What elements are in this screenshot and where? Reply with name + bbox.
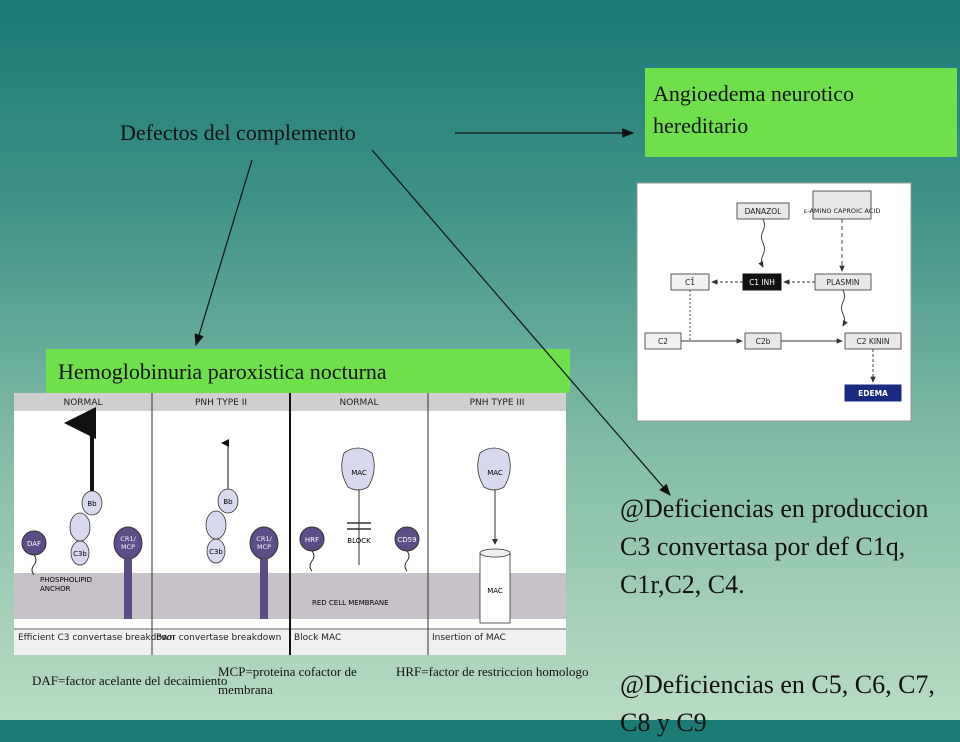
pnh-mechanism-diagram: NORMAL PNH TYPE II NORMAL PNH TYPE III E… bbox=[14, 393, 566, 655]
footnote-daf: DAF=factor acelante del decaimiento bbox=[32, 673, 228, 688]
svg-text:RED CELL MEMBRANE: RED CELL MEMBRANE bbox=[312, 599, 389, 607]
svg-text:Bb: Bb bbox=[223, 498, 233, 506]
panel-pnh-type-iii: MAC MAC bbox=[477, 447, 511, 624]
slide-title: Defectos del complemento bbox=[120, 120, 356, 145]
panel-normal-convertase: Bb C3b DAF PHOSPHOLIPID ANCHOR CR1/ MCP bbox=[21, 407, 143, 619]
caption-1: Efficient C3 convertase breakdown bbox=[18, 633, 175, 643]
connector-arrows bbox=[194, 128, 671, 496]
edema-node bbox=[844, 384, 902, 402]
svg-text:EDEMA: EDEMA bbox=[858, 389, 888, 398]
header-normal-2: NORMAL bbox=[339, 398, 378, 408]
deficiency-text-c5-c9: @Deficiencias en C5, C6, C7, C8 y C9 bbox=[620, 670, 935, 737]
svg-text:C2: C2 bbox=[658, 337, 668, 346]
angioedema-pathway-diagram: DANAZOL ε-AMINO CAPROIC ACID C1̄ C1 INH … bbox=[636, 182, 912, 422]
hemoglobinuria-box: Hemoglobinuria paroxistica nocturna bbox=[46, 349, 570, 393]
header-pnh-iii: PNH TYPE III bbox=[470, 398, 525, 408]
footnote-hrf: HRF=factor de restriccion homologo bbox=[396, 664, 589, 679]
svg-text:BLOCK: BLOCK bbox=[347, 537, 371, 545]
svg-text:ANCHOR: ANCHOR bbox=[40, 585, 71, 593]
deficiency-text-c3: @Deficiencias en produccion C3 convertas… bbox=[620, 494, 929, 599]
svg-text:MCP: MCP bbox=[257, 543, 271, 551]
panel-pnh-type-ii: Bb C3b CR1/ MCP bbox=[205, 439, 279, 619]
svg-text:C2b: C2b bbox=[756, 337, 771, 346]
svg-text:C3b: C3b bbox=[73, 550, 87, 558]
svg-text:PLASMIN: PLASMIN bbox=[826, 278, 859, 287]
caption-4: Insertion of MAC bbox=[432, 633, 506, 643]
svg-text:CD59: CD59 bbox=[397, 536, 416, 544]
svg-text:DANAZOL: DANAZOL bbox=[745, 207, 783, 216]
svg-text:Bb: Bb bbox=[87, 500, 97, 508]
aminocaproic-node bbox=[812, 190, 872, 220]
svg-text:CR1/: CR1/ bbox=[256, 535, 272, 543]
svg-text:MCP: MCP bbox=[121, 543, 135, 551]
header-pnh-ii: PNH TYPE II bbox=[195, 398, 247, 408]
caption-2: Poor convertase breakdown bbox=[156, 633, 281, 643]
svg-text:MAC: MAC bbox=[487, 587, 503, 595]
svg-text:C3b: C3b bbox=[209, 548, 223, 556]
svg-text:HRF: HRF bbox=[305, 536, 319, 544]
svg-text:MAC: MAC bbox=[487, 469, 503, 477]
panel-normal-mac-block: MAC BLOCK HRF CD59 RED CELL MEMBRANE bbox=[299, 447, 420, 607]
svg-text:CR1/: CR1/ bbox=[120, 535, 136, 543]
svg-text:MAC: MAC bbox=[351, 469, 367, 477]
header-normal-1: NORMAL bbox=[63, 398, 102, 408]
svg-text:C1 INH: C1 INH bbox=[749, 278, 775, 287]
svg-text:ε-AMINO CAPROIC ACID: ε-AMINO CAPROIC ACID bbox=[804, 207, 881, 215]
svg-text:PHOSPHOLIPID: PHOSPHOLIPID bbox=[40, 576, 92, 584]
svg-text:C2 KININ: C2 KININ bbox=[857, 337, 890, 346]
svg-text:DAF: DAF bbox=[27, 540, 41, 548]
angioedema-box: Angioedema neurotico hereditario bbox=[645, 68, 957, 157]
svg-text:C1̄: C1̄ bbox=[685, 278, 695, 287]
arrow-to-hemoglobinuria bbox=[194, 159, 253, 347]
caption-3: Block MAC bbox=[294, 633, 341, 643]
footnote-mcp: MCP=proteina cofactor de membrana bbox=[218, 664, 357, 697]
arrow-to-deficiencias bbox=[371, 149, 671, 496]
